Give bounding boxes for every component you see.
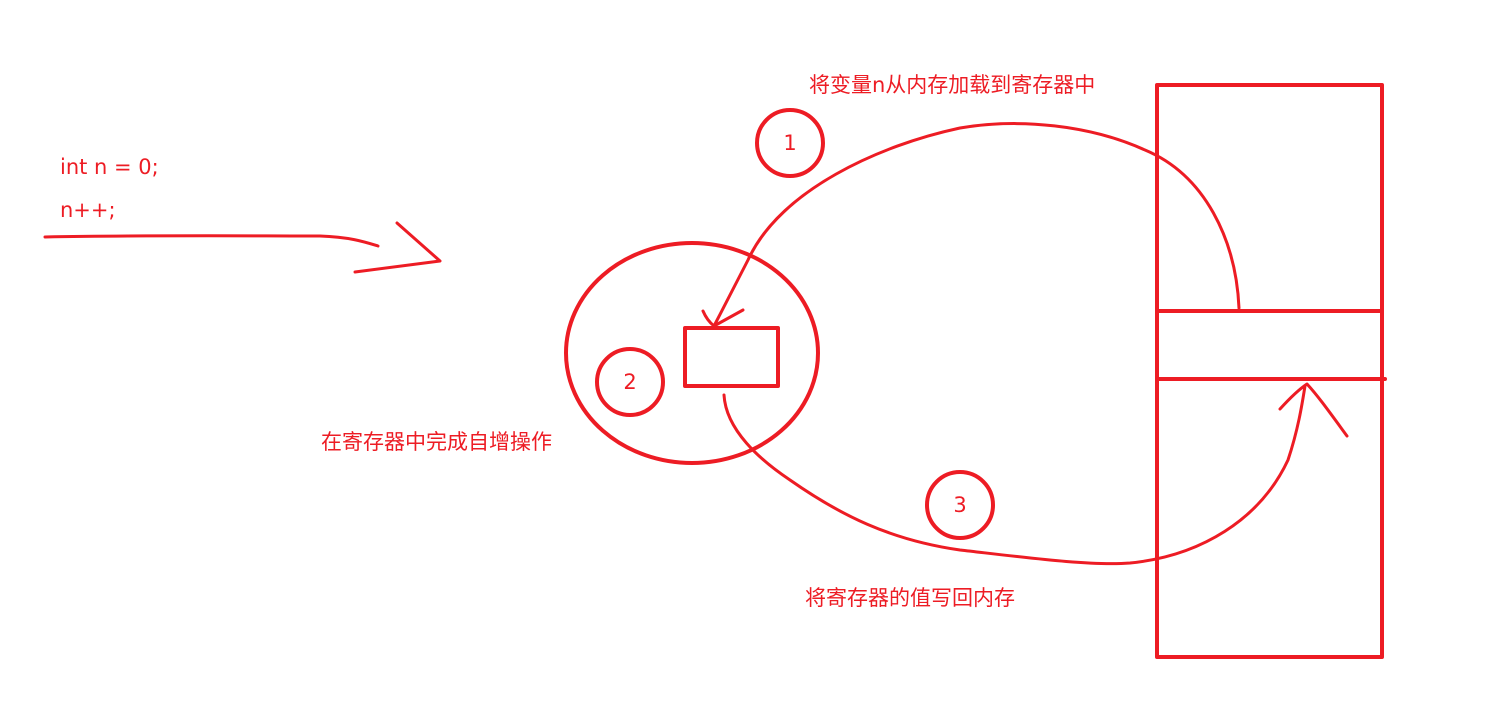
step-1-circle	[755, 108, 825, 178]
flow-arrow-icon	[43, 221, 442, 274]
step-1-number: 1	[783, 131, 797, 155]
load-arrow-icon	[701, 122, 1241, 328]
step-2-circle	[595, 347, 665, 417]
step-3-label: 将寄存器的值写回内存	[805, 586, 1015, 610]
step-2-number: 2	[623, 370, 637, 394]
code-line-declaration: int n = 0;	[60, 155, 159, 179]
step-1-label: 将变量n从内存加载到寄存器中	[809, 73, 1096, 97]
step-2-label: 在寄存器中完成自增操作	[321, 430, 552, 454]
code-line-increment: n++;	[60, 198, 116, 222]
store-arrow-icon	[722, 382, 1349, 566]
register-box	[683, 326, 780, 388]
step-3-circle	[925, 470, 995, 540]
step-3-number: 3	[953, 493, 967, 517]
memory-block	[1155, 83, 1387, 659]
cpu-ellipse	[564, 241, 820, 465]
